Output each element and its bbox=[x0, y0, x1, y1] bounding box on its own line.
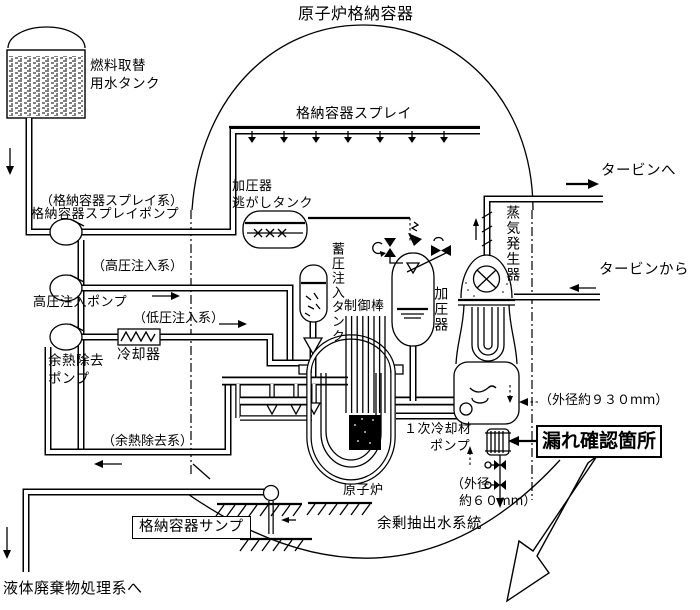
fuel-tank-label: 燃料取替 用水タンク bbox=[90, 58, 160, 92]
rhr-pump-symbol bbox=[49, 323, 85, 351]
steam-generator bbox=[453, 195, 603, 425]
from-turbine-label: タービンから bbox=[599, 262, 689, 278]
cooler-label: 冷却器 bbox=[117, 347, 161, 363]
rhr-system-label: （余熱除去系） bbox=[102, 434, 194, 449]
reactor-label: 原子炉 bbox=[343, 483, 384, 498]
sg-u-tubes bbox=[471, 307, 505, 362]
hpi-pump-label: 高圧注入ポンプ bbox=[33, 295, 128, 310]
pressurizer-label: 加圧器 bbox=[432, 286, 449, 333]
outer-dia-930-label: （外径約９３０mm） bbox=[539, 393, 669, 408]
spray-system-label: （格納容器スプレイ系） bbox=[40, 194, 184, 209]
containment-title: 原子炉格納容器 bbox=[298, 4, 414, 23]
relief-valves bbox=[372, 221, 451, 273]
fuel-water-tank bbox=[6, 26, 86, 236]
primary-pump-label: １次冷却材 ポンプ bbox=[404, 422, 472, 454]
accumulator-tank bbox=[299, 264, 328, 378]
leak-check-box: 漏れ確認箇所 bbox=[536, 425, 663, 458]
hpi-system-label: （高圧注入系） bbox=[92, 259, 184, 274]
turbine-arrows bbox=[566, 179, 599, 292]
leak-check-flange bbox=[485, 428, 536, 456]
to-liquid-waste-label: 液体廃棄物処理系へ bbox=[3, 579, 143, 597]
spray-header-label: 格納容器スプレイ bbox=[296, 106, 412, 122]
rhr-pump-label: 余熱除去 ポンプ bbox=[48, 353, 104, 387]
injection-piping bbox=[82, 284, 310, 367]
accumulator-label: 蓄圧注入タンク bbox=[328, 242, 344, 344]
ground-hatch bbox=[215, 501, 372, 552]
reactor-vessel bbox=[298, 316, 404, 485]
spray-nozzles bbox=[248, 131, 448, 143]
sump-box-label: 格納容器サンプ bbox=[132, 516, 251, 539]
spray-pump-label: 格納容器スプレイポンプ bbox=[31, 207, 180, 222]
od930-pointer-head bbox=[519, 398, 528, 406]
leak-direction-arrow bbox=[505, 455, 598, 603]
outer-dia-60-label: （外径 約６０mm） bbox=[451, 477, 537, 509]
relief-tank bbox=[242, 210, 411, 249]
spray-piping bbox=[82, 125, 480, 236]
letdown-system-label: 余剰抽出水系統 bbox=[377, 516, 482, 532]
letdown-line bbox=[467, 446, 506, 508]
control-rods-label: 制御棒 bbox=[344, 299, 385, 314]
to-turbine-label: タービンへ bbox=[601, 163, 676, 179]
lpi-system-label: （低圧注入系） bbox=[133, 311, 225, 326]
pressurizer-vessel bbox=[372, 221, 451, 401]
check-valve bbox=[302, 337, 324, 356]
relief-tank-label: 加圧器 逃がしタンク bbox=[232, 179, 314, 211]
control-rod-lines bbox=[345, 316, 386, 413]
spray-pump-symbol bbox=[49, 218, 85, 246]
steam-generator-label: 蒸気発生器 bbox=[504, 205, 521, 283]
sump-and-drains bbox=[3, 463, 372, 572]
hpi-pump-symbol bbox=[49, 274, 85, 302]
pump-suction-and-rhr-pipes bbox=[44, 240, 232, 468]
